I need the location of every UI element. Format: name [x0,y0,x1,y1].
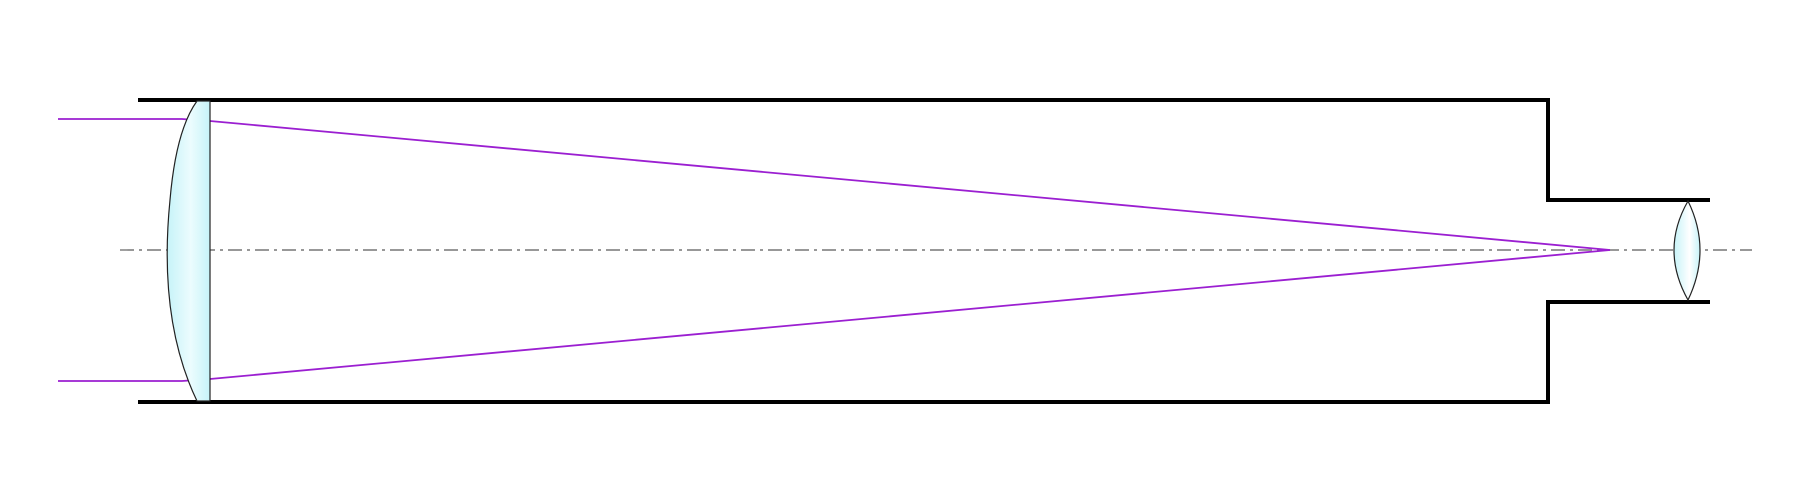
ray-lower [58,249,1611,382]
ray-upper [58,118,1611,251]
eyepiece-holder-top [1546,98,1710,202]
tube-bottom-wall [138,300,1710,404]
biconvex-lens-icon [1673,199,1701,302]
plano-convex-lens-icon [166,100,211,402]
telescope-tube [138,98,1710,404]
